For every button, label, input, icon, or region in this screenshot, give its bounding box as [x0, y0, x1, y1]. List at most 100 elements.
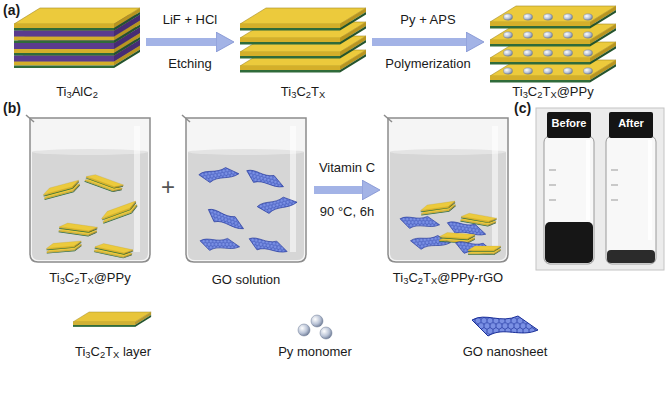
- node-label: After: [618, 117, 644, 131]
- beaker: [384, 115, 508, 262]
- ppy-particle: [504, 68, 513, 74]
- flake: [59, 222, 98, 238]
- text-run: X: [319, 90, 325, 100]
- text-run: 2: [537, 90, 542, 100]
- flake: [84, 172, 123, 195]
- material-stack: Ti3AlC2: [10, 4, 144, 104]
- ppy-particle: [524, 50, 533, 56]
- ppy-particle: [584, 14, 593, 20]
- go-nanosheet-sample: [472, 316, 538, 336]
- text-run: GO nanosheet: [463, 344, 548, 359]
- mxene-layer: [240, 8, 366, 31]
- photo-frame: [536, 108, 664, 270]
- text-run: Ti: [512, 84, 522, 99]
- ppy-particles: [504, 50, 593, 56]
- go-sheet: [200, 238, 240, 250]
- mxene-ppy-flakes: [42, 172, 139, 260]
- text-run: 3: [291, 90, 296, 100]
- text-run: 3: [403, 276, 408, 286]
- glass-highlight: [586, 140, 590, 220]
- process-arrow: [314, 186, 362, 194]
- text-run: T: [311, 84, 319, 99]
- ti-layer: [14, 8, 140, 31]
- reagent-label: Py + APS: [400, 12, 455, 28]
- text-run: C: [528, 84, 537, 99]
- text-run: 2: [306, 90, 311, 100]
- text-run: C: [65, 270, 74, 285]
- ppy-particle: [524, 68, 533, 74]
- material-stack: Ti3C2TX: [236, 4, 370, 104]
- ppy-particle: [524, 32, 533, 38]
- text-run: X: [113, 350, 119, 360]
- ppy-particle: [564, 14, 573, 20]
- beaker: Ti3C2TX@PPy: [24, 112, 156, 290]
- ppy-particle: [544, 50, 553, 56]
- text-run: Py + APS: [400, 12, 455, 27]
- ppy-particle: [564, 50, 573, 56]
- text-run: Py monomer: [278, 344, 352, 359]
- py-sphere: [320, 327, 332, 339]
- text-run: @PPy-rGO: [437, 270, 503, 285]
- mxene-stack: [240, 8, 366, 73]
- text-run: layer: [119, 344, 151, 359]
- text-run: +: [161, 173, 175, 200]
- flake: [100, 201, 139, 224]
- legend-entry: Py monomer: [278, 344, 352, 360]
- text-run: T: [79, 270, 87, 285]
- text-run: Ti: [56, 84, 66, 99]
- dark-dispersion: [545, 222, 593, 263]
- glass-highlight: [648, 140, 652, 240]
- step-label: Polymerization: [385, 56, 470, 72]
- text-run: Polymerization: [385, 56, 470, 71]
- ppy-particle: [524, 14, 533, 20]
- ppy-particles: [504, 68, 593, 74]
- text-run: Ti: [49, 270, 59, 285]
- legend-label: Ti3C2TX layer: [75, 344, 151, 362]
- vial: After: [606, 112, 656, 264]
- go-sheet: [247, 236, 288, 255]
- legend-swatch: [72, 310, 154, 336]
- py-monomer-sample: [298, 315, 332, 339]
- vial-cap: [547, 112, 591, 138]
- ppy-particle: [504, 32, 513, 38]
- flake: [420, 201, 456, 215]
- ppy-particle: [504, 50, 513, 56]
- ppy-particle: [544, 68, 553, 74]
- text-run: AlC: [72, 84, 93, 99]
- gel-residue: [607, 250, 655, 263]
- node-label: Ti3C2TX@PPy: [512, 84, 593, 102]
- panel-label: (a): [3, 2, 20, 20]
- text-run: 2: [418, 276, 423, 286]
- vial-photo: [536, 108, 664, 270]
- beaker: [26, 115, 150, 262]
- text-run: 2: [74, 276, 79, 286]
- node-label: Ti3C2TX: [281, 84, 325, 102]
- vial-body: [544, 136, 594, 264]
- text-run: GO solution: [212, 272, 281, 287]
- legend-label: GO nanosheet: [463, 344, 548, 360]
- panel-label: (b): [3, 100, 21, 118]
- text-run: X: [431, 276, 437, 286]
- flake: [42, 180, 81, 200]
- mxene-layer: [490, 6, 616, 29]
- composite-gel: [400, 201, 501, 256]
- beaker: Ti3C2TX@PPy-rGO: [382, 112, 514, 290]
- material-stack: Ti3C2TX@PPy: [486, 4, 620, 104]
- graduation: [611, 170, 618, 200]
- text-run: (b): [3, 100, 21, 116]
- ppy-particle: [544, 14, 553, 20]
- flake: [460, 212, 496, 228]
- step-label: Etching: [168, 56, 211, 72]
- go-sheet: [198, 165, 239, 184]
- py-sphere: [298, 324, 310, 336]
- text-run: @PPy: [557, 84, 594, 99]
- text-run: After: [618, 117, 644, 129]
- ppy-particles: [504, 14, 593, 20]
- reagent-label: Vitamin C: [319, 160, 375, 176]
- node-label: Ti3AlC2: [56, 84, 98, 102]
- node-label: Ti3C2TX@PPy: [49, 270, 130, 288]
- process-arrow: [372, 38, 466, 46]
- text-run: X: [550, 90, 556, 100]
- text-run: Ti: [75, 344, 85, 359]
- vial-body: [606, 136, 656, 264]
